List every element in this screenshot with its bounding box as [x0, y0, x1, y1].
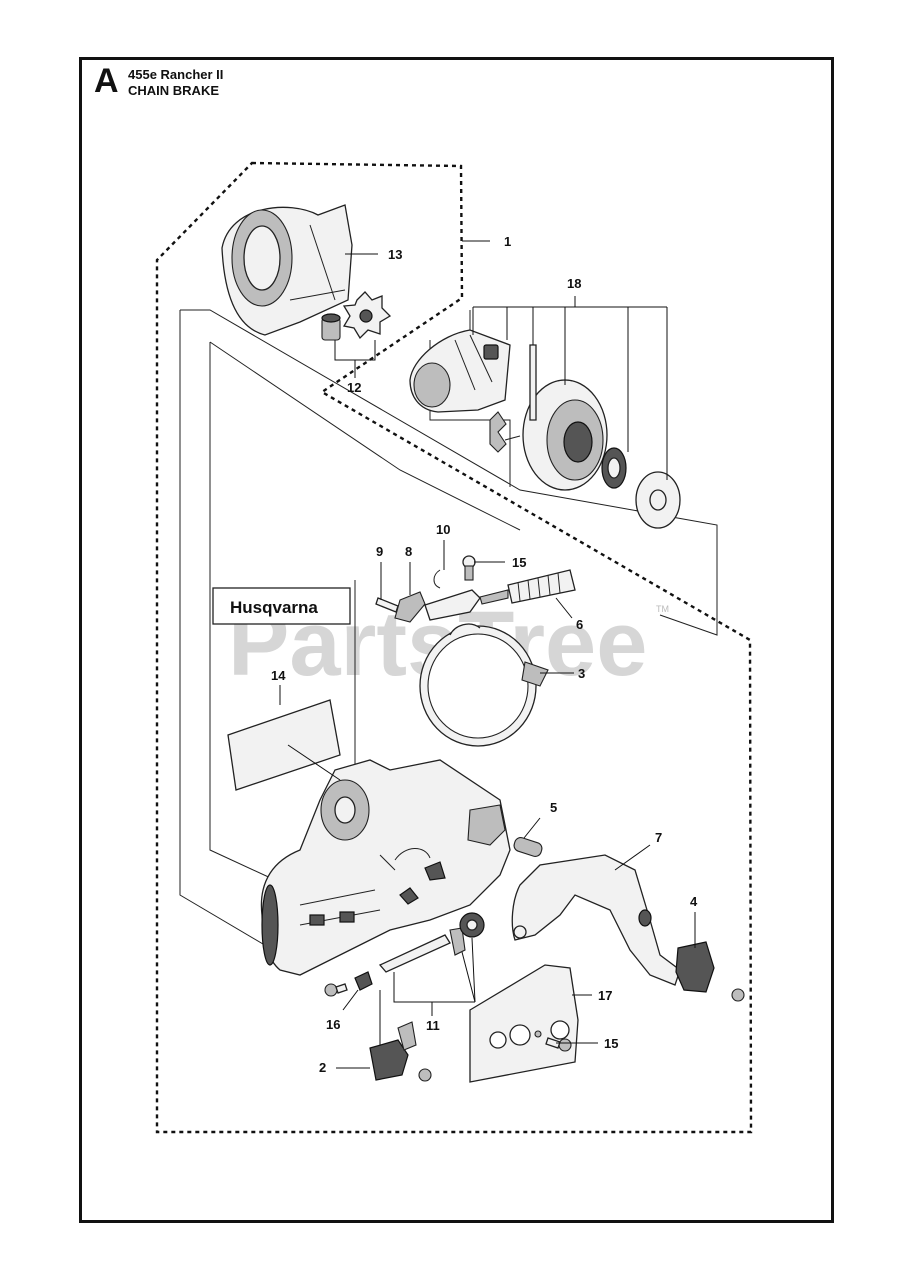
screws: [324, 983, 572, 1052]
watermark-trademark: TM: [656, 604, 669, 614]
callout-13: 13: [388, 247, 402, 262]
callout-15-bottom: 15: [604, 1036, 618, 1051]
model-name: 455e Rancher II: [128, 67, 224, 82]
callout-10: 10: [436, 522, 450, 537]
brand-decal-text: Husqvarna: [230, 598, 318, 617]
callout-2: 2: [319, 1060, 326, 1075]
part-15-screw-top: [462, 555, 476, 581]
callout-9: 9: [376, 544, 383, 559]
part-13-cover: [221, 204, 353, 336]
part-2-catcher: [369, 990, 432, 1082]
chain-brake-housing: [260, 759, 511, 976]
callout-3: 3: [578, 666, 585, 681]
brand-decal: Husqvarna: [212, 587, 351, 625]
callout-6: 6: [576, 617, 583, 632]
callout-12: 12: [347, 380, 361, 395]
callout-16: 16: [326, 1017, 340, 1032]
part-18-brake-assembly: [409, 296, 681, 529]
part-brake-link: [424, 589, 509, 621]
callout-11: 11: [426, 1018, 440, 1033]
callout-7: 7: [655, 830, 662, 845]
callout-8: 8: [405, 544, 412, 559]
callout-numbers: 1 2 3 4 5 6 7 8 9 10 11 12 13 14 15 15 1…: [271, 234, 698, 1075]
section-letter: A: [94, 62, 119, 100]
section-title: CHAIN BRAKE: [128, 83, 219, 98]
leader-lines: [279, 240, 696, 1069]
part-5-bushing: [513, 817, 543, 857]
callout-17: 17: [598, 988, 612, 1003]
part-16-block: [342, 971, 373, 1011]
part-4-catcher: [675, 941, 745, 1002]
part-11-pin-set: [378, 912, 485, 1016]
callout-4: 4: [690, 894, 698, 909]
callout-18: 18: [567, 276, 581, 291]
part-3-brake-band: [419, 623, 549, 747]
part-7-guard: [511, 854, 681, 986]
part-10-clip: [433, 569, 441, 589]
part-9-pin: [375, 597, 399, 613]
callout-5: 5: [550, 800, 557, 815]
callout-1: 1: [504, 234, 511, 249]
callout-14: 14: [271, 668, 286, 683]
part-17-cover-plate: [469, 964, 579, 1083]
guide-lines: [179, 309, 718, 961]
part-14-decal: [227, 699, 341, 791]
part-6-spring: [507, 569, 576, 604]
part-8-lever: [394, 591, 426, 623]
callout-15-top: 15: [512, 555, 526, 570]
page-frame: [79, 57, 834, 1223]
part-12-gears: [321, 291, 392, 341]
